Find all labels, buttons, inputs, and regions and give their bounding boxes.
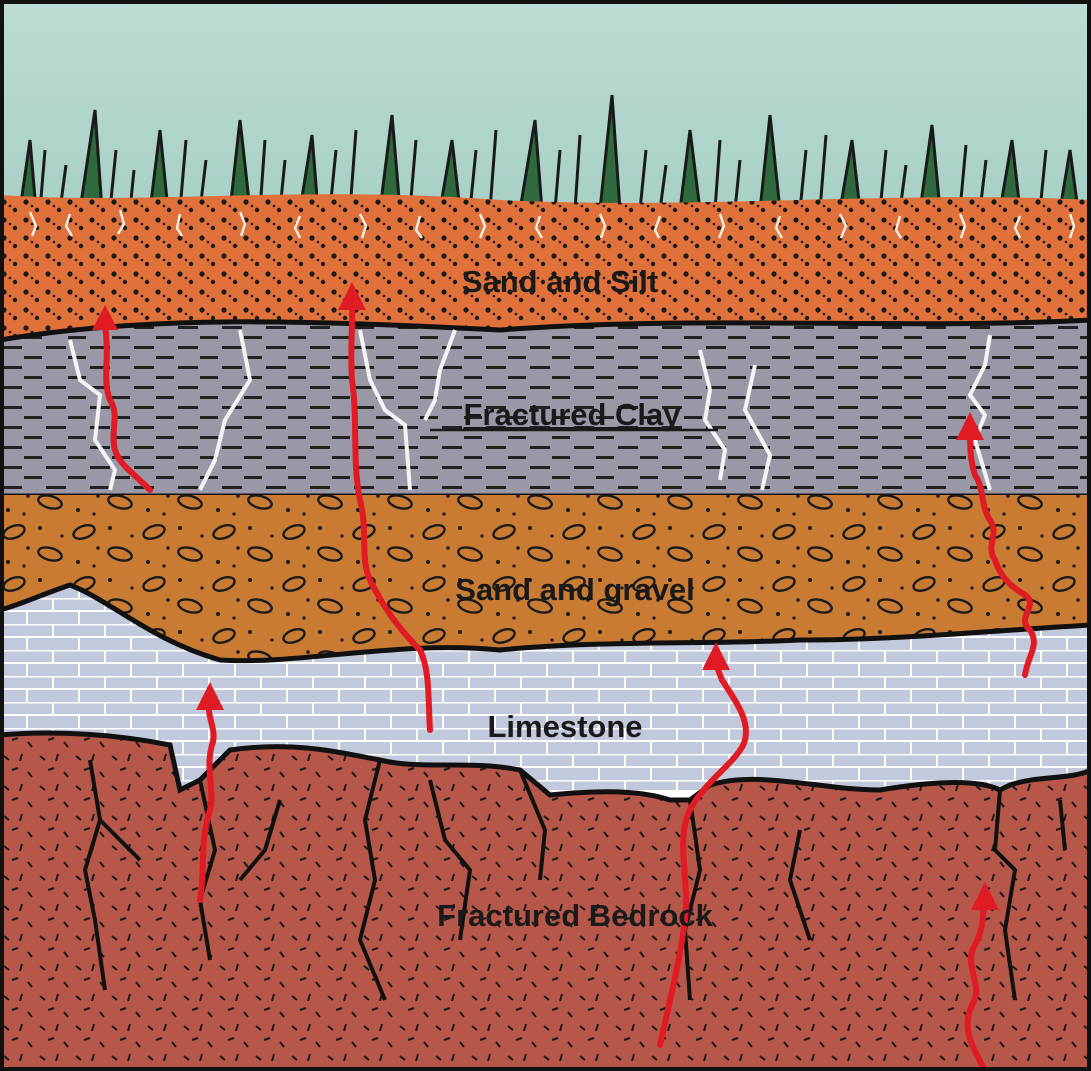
label-sand-and-gravel: Sand and gravel: [455, 572, 694, 607]
label-sand-and-silt: Sand and Silt: [462, 264, 658, 299]
label-fractured-bedrock: Fractured Bedrock: [437, 898, 713, 933]
label-fractured-clay: Fractured Clay: [463, 397, 681, 432]
label-limestone: Limestone: [487, 709, 642, 744]
